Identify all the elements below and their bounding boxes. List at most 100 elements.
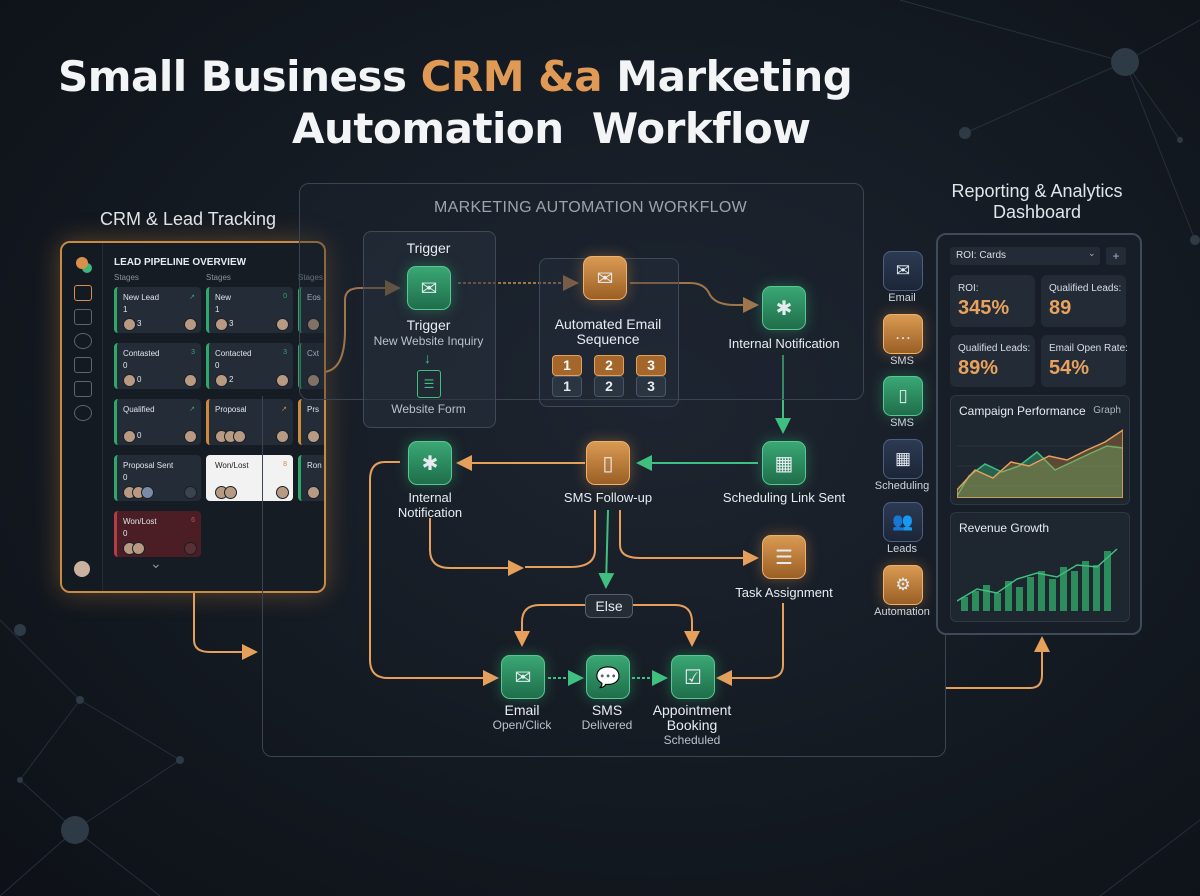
- trigger-heading: Trigger: [406, 240, 451, 256]
- avatar: [307, 318, 320, 331]
- sequence-step[interactable]: 3: [636, 376, 666, 397]
- avatar: [123, 318, 136, 331]
- title-part: Small Business: [58, 52, 421, 101]
- user-avatar[interactable]: [74, 561, 90, 577]
- phone-icon[interactable]: ▯: [883, 376, 923, 416]
- sequence-step[interactable]: 1: [552, 376, 582, 397]
- trend-indicator: 0: [283, 293, 287, 300]
- trend-indicator: 3: [283, 349, 287, 356]
- calendar-check-icon[interactable]: ☑: [671, 655, 715, 699]
- chevron-down-icon[interactable]: ⌄: [1088, 248, 1096, 258]
- chevron-down-icon[interactable]: ⌄: [150, 555, 162, 571]
- list-icon[interactable]: [74, 381, 92, 397]
- lead-card[interactable]: New 0 1 3: [206, 287, 293, 333]
- lead-card[interactable]: Contacted 3 0 2: [206, 343, 293, 389]
- campaign-area-graph: [957, 429, 1123, 498]
- sms-node-line1: SMS: [591, 702, 623, 718]
- email-sequence-line2: Sequence: [576, 331, 640, 347]
- email-node-line1: Email: [504, 702, 540, 718]
- lead-card[interactable]: Contasted 3 0 0: [114, 343, 201, 389]
- else-branch[interactable]: Else: [585, 594, 633, 618]
- people-icon[interactable]: 👥: [883, 502, 923, 542]
- slack-icon[interactable]: ✱: [762, 286, 806, 330]
- envelope-icon[interactable]: ✉: [583, 256, 627, 300]
- gears-icon[interactable]: ⚙: [883, 565, 923, 605]
- avatar: [184, 430, 197, 443]
- crm-sidebar: [62, 243, 103, 591]
- revenue-growth-card[interactable]: Revenue Growth: [950, 512, 1130, 622]
- lead-stage-name: Won/Lost: [123, 517, 157, 526]
- reporting-section-label: Reporting & Analytics Dashboard: [940, 181, 1134, 223]
- lead-stage-name: Won/Lost: [215, 461, 249, 470]
- campaign-series-green: [957, 445, 1123, 498]
- lead-stage-name: Contacted: [215, 349, 252, 358]
- email-sequence-line1: Automated Email: [554, 316, 662, 332]
- dashboard-selector[interactable]: ROI: Cards: [950, 247, 1100, 265]
- kpi-card[interactable]: ROI: 345%: [950, 275, 1035, 327]
- kpi-card[interactable]: Email Open Rate: 54%: [1041, 335, 1128, 387]
- settings-icon[interactable]: [74, 405, 92, 421]
- slack-icon[interactable]: ✱: [408, 441, 452, 485]
- kpi-value: 54%: [1049, 357, 1090, 379]
- lead-card[interactable]: Won/Lost 6 0: [114, 511, 201, 557]
- channel-label: Automation: [874, 606, 930, 618]
- sequence-step[interactable]: 2: [594, 376, 624, 397]
- app-logo-icon: [76, 257, 88, 269]
- checklist-icon[interactable]: ☰: [762, 535, 806, 579]
- calendar-icon[interactable]: ▦: [883, 439, 923, 479]
- avatar: [132, 542, 145, 555]
- email-icon[interactable]: ✉: [501, 655, 545, 699]
- lead-count: 2: [229, 375, 234, 384]
- revenue-bar: [961, 597, 968, 611]
- add-widget-button[interactable]: +: [1106, 247, 1126, 265]
- website-form-label: Website Form: [391, 402, 466, 416]
- chat-icon[interactable]: …: [883, 314, 923, 354]
- revenue-bar: [1104, 551, 1111, 611]
- lead-count: 0: [123, 529, 128, 538]
- calendar-icon[interactable]: ▦: [762, 441, 806, 485]
- page-title-line2: Automation Workflow: [292, 104, 811, 153]
- users-icon[interactable]: [74, 357, 92, 373]
- email-icon[interactable]: ✉: [883, 251, 923, 291]
- lead-count: 3: [137, 319, 142, 328]
- campaign-performance-card[interactable]: Campaign Performance Graph: [950, 395, 1130, 505]
- sms-node-line2: Delivered: [581, 718, 633, 732]
- lead-card[interactable]: Ron: [298, 455, 324, 501]
- email-trigger-icon[interactable]: ✉: [407, 266, 451, 310]
- sequence-step[interactable]: 2: [594, 355, 624, 376]
- avatar: [141, 486, 154, 499]
- channel-label: SMS: [890, 417, 914, 429]
- lead-card[interactable]: Prs: [298, 399, 324, 445]
- crm-section-label: CRM & Lead Tracking: [100, 209, 277, 229]
- revenue-bar: [1038, 571, 1045, 611]
- kpi-value: 345%: [958, 297, 1010, 319]
- avatar: [184, 486, 197, 499]
- lead-card[interactable]: Won/Lost 8: [206, 455, 293, 501]
- email-sequence-title: Automated Email Sequence: [539, 317, 677, 347]
- kpi-label: Email Open Rate:: [1049, 343, 1128, 354]
- avatar: [184, 542, 197, 555]
- sequence-step[interactable]: 1: [552, 355, 582, 376]
- home-icon[interactable]: [74, 285, 92, 301]
- kpi-card[interactable]: Qualified Leads: 89%: [950, 335, 1035, 387]
- kpi-label: Qualified Leads:: [1049, 283, 1122, 294]
- lead-card[interactable]: Qualified ↗ 0: [114, 399, 201, 445]
- crm-pipeline-panel: LEAD PIPELINE OVERVIEW Stages Stages Sta…: [60, 241, 326, 593]
- lead-card[interactable]: Proposal ↗: [206, 399, 293, 445]
- lead-card[interactable]: Proposal Sent 0: [114, 455, 201, 501]
- avatar: [123, 374, 136, 387]
- form-icon[interactable]: ☰: [417, 370, 441, 398]
- phone-icon[interactable]: ▯: [586, 441, 630, 485]
- kpi-card[interactable]: Qualified Leads: 89: [1041, 275, 1126, 327]
- sequence-step[interactable]: 3: [636, 355, 666, 376]
- internal-notification-line1: Internal: [408, 490, 452, 505]
- avatar: [276, 318, 289, 331]
- trend-indicator: 6: [191, 517, 195, 524]
- target-icon[interactable]: [74, 333, 92, 349]
- lead-card[interactable]: New Lead ↗ 1 3: [114, 287, 201, 333]
- inbox-icon[interactable]: [74, 309, 92, 325]
- channel-label: Scheduling: [874, 480, 930, 492]
- kpi-label: Qualified Leads:: [958, 343, 1031, 354]
- chat-icon[interactable]: 💬: [586, 655, 630, 699]
